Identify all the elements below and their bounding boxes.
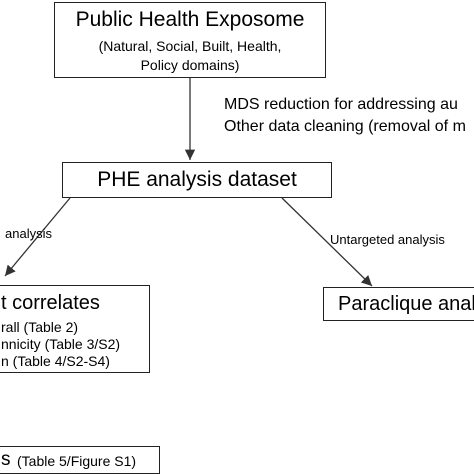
right-branch-label: Untargeted analysis xyxy=(330,232,445,247)
left-box-title: t correlates xyxy=(1,292,100,314)
bottom-box-prefix: s xyxy=(1,449,11,470)
right-box-title: Paraclique analy xyxy=(338,293,474,315)
process-note-line-2: Other data cleaning (removal of m xyxy=(224,118,466,135)
phe-analysis-dataset-box: PHE analysis dataset xyxy=(62,162,332,198)
bottom-box: s (Table 5/Figure S1) xyxy=(0,446,160,474)
arrow-middle-to-left xyxy=(4,197,71,277)
public-health-exposome-box: Public Health Exposome (Natural, Social,… xyxy=(54,2,326,78)
top-box-subtitle-2: Policy domains) xyxy=(140,57,240,73)
middle-box-title: PHE analysis dataset xyxy=(97,168,297,191)
left-box-item-3: n (Table 4/S2-S4) xyxy=(1,353,110,369)
arrow-middle-to-right xyxy=(281,197,373,287)
top-box-title: Public Health Exposome xyxy=(75,8,305,31)
process-note-line-1: MDS reduction for addressing au xyxy=(224,96,458,113)
left-box-item-2: nnicity (Table 3/S2) xyxy=(1,336,121,352)
paraclique-box: Paraclique analy xyxy=(323,287,474,321)
left-box-item-1: rall (Table 2) xyxy=(1,319,79,335)
top-box-subtitle-1: (Natural, Social, Built, Health, xyxy=(98,38,282,54)
left-branch-label: analysis xyxy=(5,226,52,241)
correlates-box: t correlates rall (Table 2) nnicity (Tab… xyxy=(0,285,150,373)
bottom-box-text: (Table 5/Figure S1) xyxy=(17,453,137,469)
